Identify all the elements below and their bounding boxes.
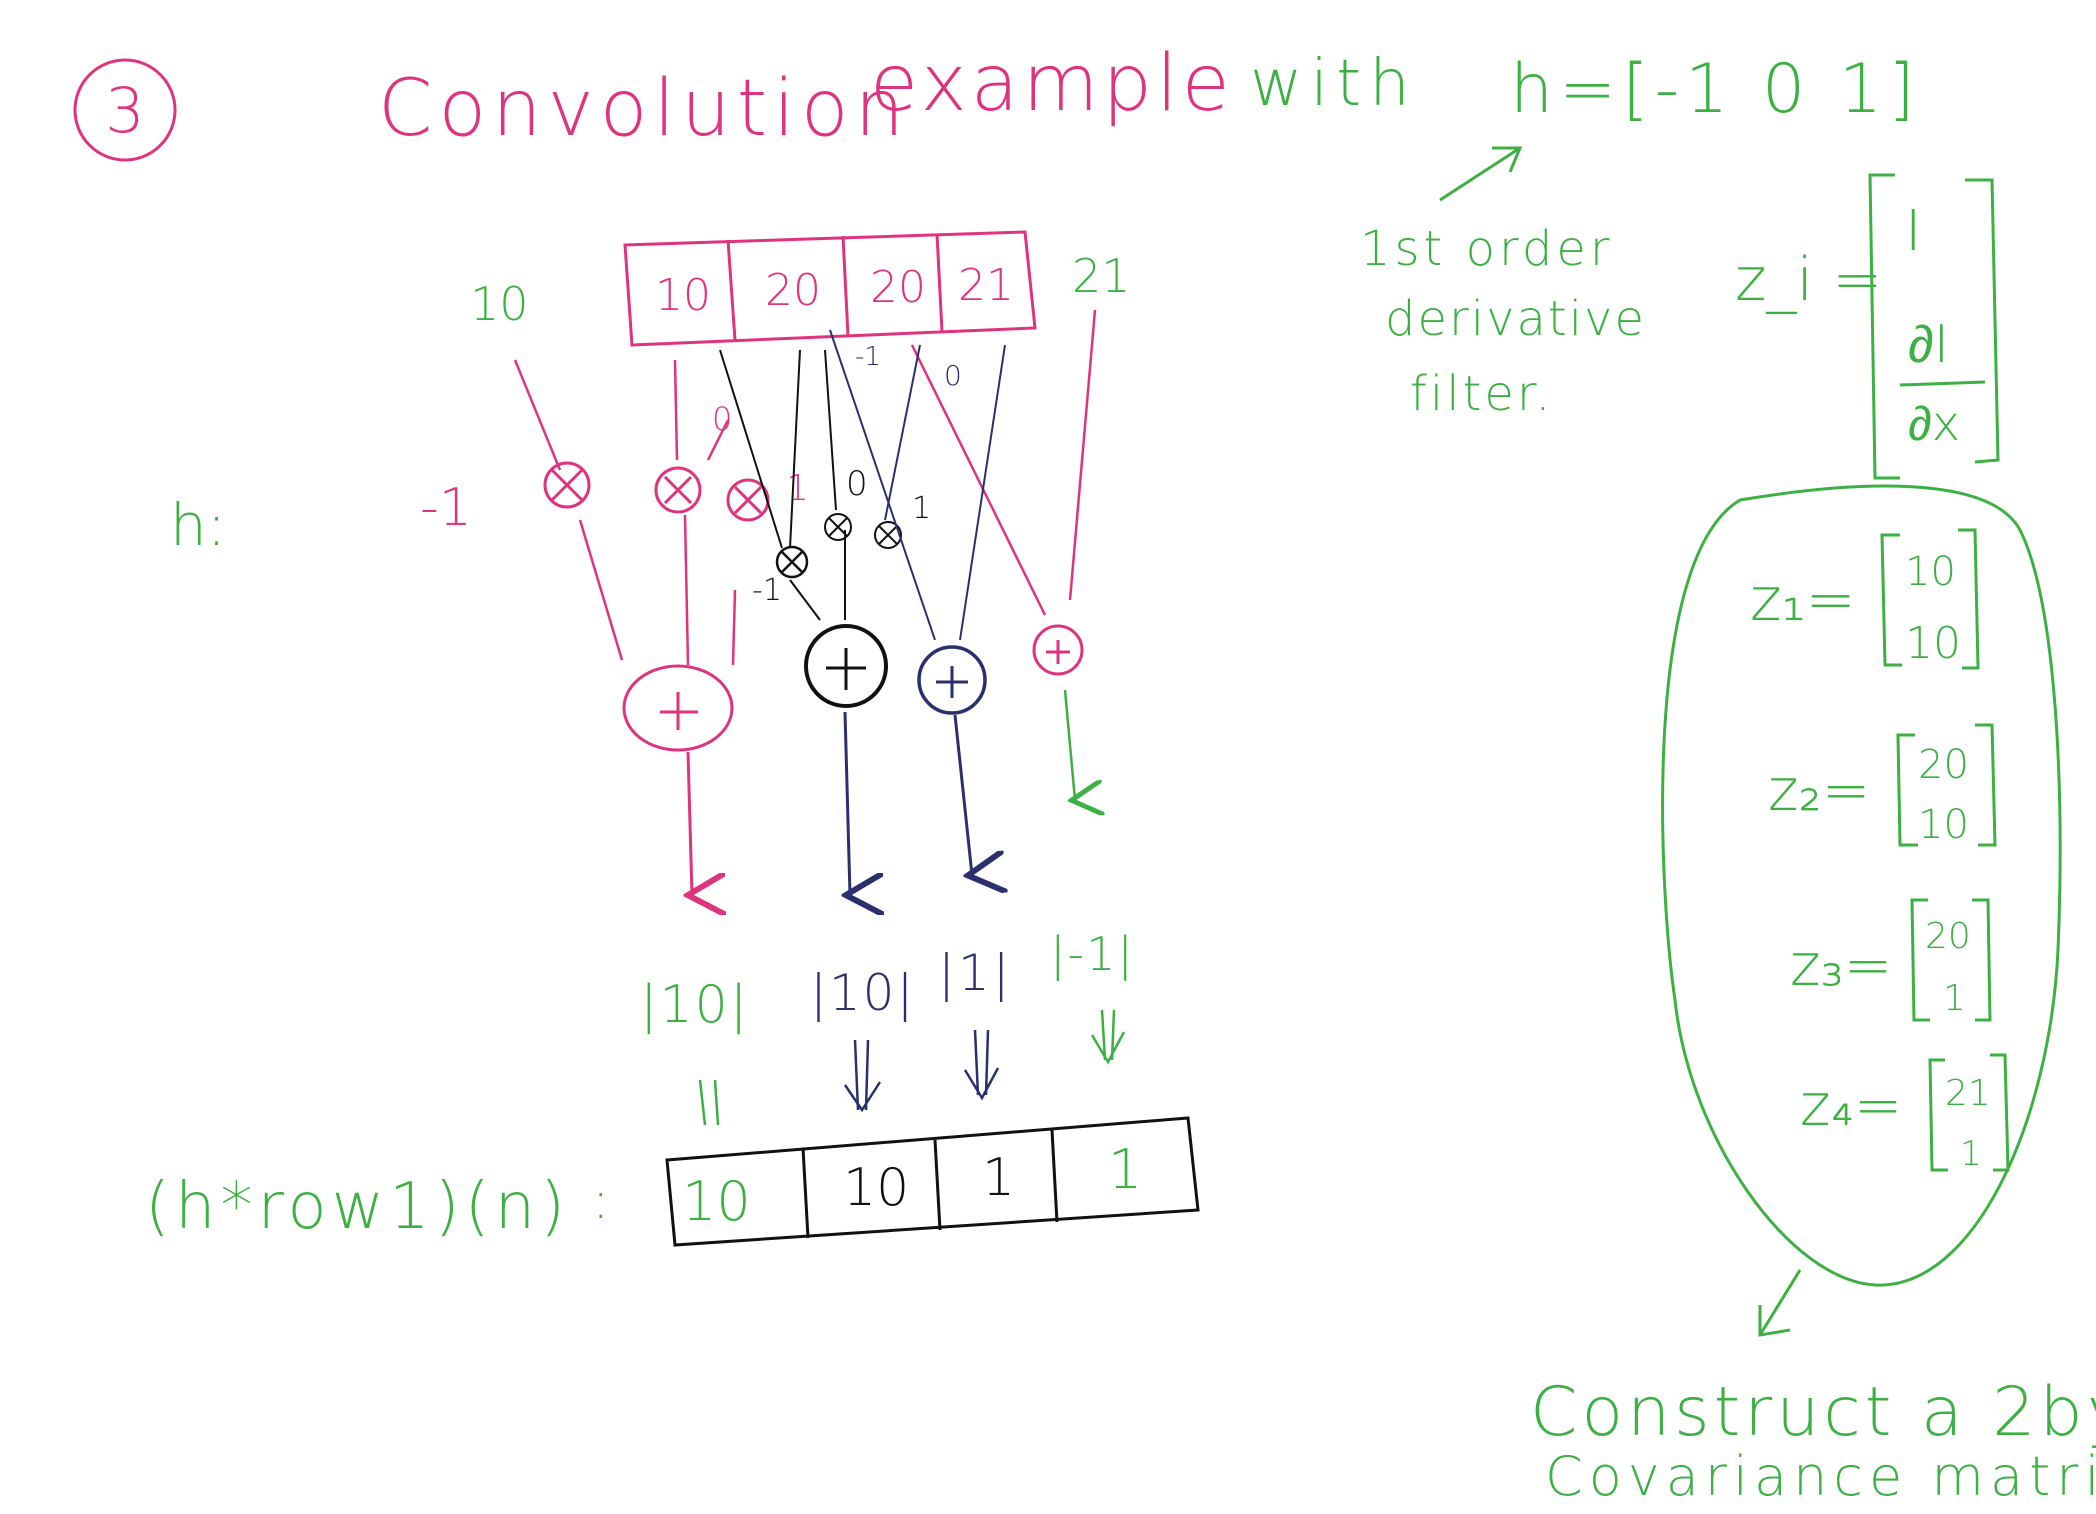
multiply-node-black-1	[775, 545, 809, 579]
input-cell-2: 20	[765, 265, 821, 316]
z-vector-1-top: 10	[1905, 549, 1956, 595]
result-cell-4: 1	[1108, 1138, 1142, 1201]
navy-branch	[829, 329, 1006, 641]
z-definition-bracket	[1868, 173, 2000, 480]
input-row-box	[623, 230, 1037, 347]
weight-pink-mid: 0	[712, 400, 732, 438]
weight-black-right: 1	[912, 491, 931, 526]
filter-note-line1: 1st order	[1360, 221, 1614, 277]
arrow-down-icon	[688, 751, 692, 895]
input-left-pad: 10	[470, 277, 529, 331]
result-cell-2: 10	[843, 1158, 909, 1218]
input-right-pad: 21	[1072, 249, 1131, 303]
arrow-down-icon	[953, 714, 972, 875]
z-vector-4: z₄= 21 1	[1800, 1053, 2010, 1174]
multiply-node-pink-1	[543, 461, 591, 509]
z-definition-top: I	[1905, 199, 1922, 264]
arrow-down-icon	[1063, 689, 1075, 800]
weight-navy-neg: -1	[855, 342, 881, 372]
result-cell-3: 1	[982, 1148, 1015, 1208]
add-node-black	[804, 624, 888, 708]
black-branch	[719, 349, 846, 621]
z-vector-3-name: z₃=	[1790, 931, 1892, 999]
input-cell-1: 10	[655, 270, 711, 321]
multiply-node-black-3	[874, 521, 902, 549]
title-number: 3	[105, 74, 144, 147]
multiply-node-pink-2	[654, 466, 702, 514]
z-vector-4-top: 21	[1945, 1073, 1991, 1114]
arrow-down-left-icon	[1758, 1269, 1802, 1337]
title-example: example	[870, 39, 1234, 129]
z-vectors-enclosure	[1661, 484, 2062, 1287]
sum-2: |10|	[810, 964, 915, 1022]
multiply-node-black-2	[824, 513, 852, 541]
z-vector-3: z₃= 20 1	[1790, 898, 1992, 1022]
title-convolution: Convolution	[378, 64, 910, 154]
title-filter: h=[-1 0 1]	[1510, 50, 1921, 129]
pink-branch	[513, 309, 1097, 666]
add-node-navy	[917, 645, 987, 715]
filter-note-line3: filter.	[1410, 366, 1554, 422]
sum-3: |1|	[938, 944, 1013, 1002]
weight-black-mid: 0	[846, 464, 868, 504]
z-vector-1: z₁= 10 10	[1750, 528, 1980, 670]
z-definition-lhs: z_i =	[1735, 245, 1883, 315]
title-with: with	[1250, 47, 1418, 121]
z-vector-3-bottom: 1	[1943, 978, 1966, 1019]
z-vector-4-bottom: 1	[1960, 1134, 1982, 1174]
result-cell-1: 10	[682, 1170, 751, 1233]
z-vector-3-top: 20	[1925, 916, 1971, 957]
weight-black-left: -1	[752, 573, 782, 608]
z-vector-2-top: 20	[1918, 742, 1969, 788]
arrow-down-icon	[845, 711, 850, 895]
z-definition-bottom-den: ∂x	[1908, 396, 1960, 452]
z-definition-bottom-num: ∂I	[1908, 315, 1949, 375]
filter-note-arrow	[1439, 146, 1523, 202]
sum-4: |-1|	[1050, 927, 1135, 982]
add-node-pink-1	[622, 664, 734, 752]
result-colon: :	[592, 1171, 610, 1231]
z-vector-2: z₂= 20 10	[1768, 723, 1997, 848]
z-vector-1-name: z₁=	[1750, 565, 1856, 635]
add-node-pink-2	[1032, 624, 1084, 676]
z-vector-1-bottom: 10	[1905, 618, 1961, 669]
h-label: h:	[170, 491, 226, 559]
weight-pink-right: 1	[786, 468, 809, 509]
weight-pink-left: -1	[420, 478, 472, 538]
result-label: (h*row1)(n)	[145, 1170, 570, 1244]
z-vector-4-name: z₄=	[1800, 1071, 1902, 1139]
z-vector-2-bottom: 10	[1918, 802, 1969, 848]
title-number-badge: 3	[73, 58, 177, 162]
result-arrows	[698, 1009, 1126, 1126]
z-vector-2-name: z₂=	[1768, 756, 1870, 824]
conclusion-line1: Construct a 2by 2	[1530, 1373, 2096, 1452]
sum-1: |10|	[640, 975, 749, 1035]
conclusion-line2: Covariance matrix	[1545, 1445, 2096, 1508]
fraction-bar	[1899, 380, 1986, 387]
input-cell-4: 21	[958, 260, 1014, 311]
weight-navy-mid: 0	[944, 359, 962, 392]
input-cell-3: 20	[870, 262, 926, 313]
result-row-box	[665, 1116, 1200, 1247]
filter-note-line2: derivative	[1385, 291, 1646, 347]
